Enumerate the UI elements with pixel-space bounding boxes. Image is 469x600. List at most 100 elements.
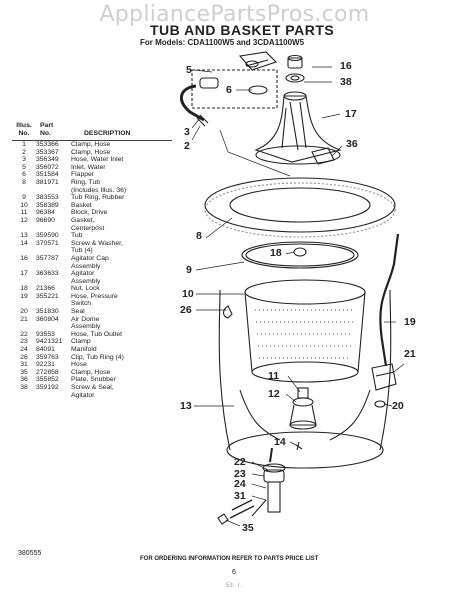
callout-24: 24 bbox=[234, 478, 246, 490]
callout-5: 5 bbox=[186, 64, 192, 76]
part-no-cell: 358389 bbox=[36, 201, 59, 209]
part-no-cell: 359590 bbox=[36, 232, 59, 240]
ordering-footer-note: FOR ORDERING INFORMATION REFER TO PARTS … bbox=[140, 556, 319, 562]
pressure-switch-hose bbox=[379, 233, 400, 367]
illus-no-cell: 6 bbox=[22, 171, 26, 179]
description-cell: Hose, Water Inlet bbox=[71, 156, 124, 164]
illus-no-cell: 35 bbox=[20, 368, 28, 376]
part-no-cell: 21366 bbox=[36, 285, 55, 293]
description-cell: Flapper bbox=[71, 171, 95, 179]
illus-no-cell: 18 bbox=[20, 285, 28, 293]
description-cell: Block, Drive bbox=[71, 209, 108, 217]
header-part-no: Part No. bbox=[40, 122, 54, 137]
description-cell: Air Dome bbox=[71, 315, 100, 323]
callout-12: 12 bbox=[268, 388, 280, 400]
description-cell: Clamp, Hose bbox=[71, 368, 111, 376]
description-cell: Agitator bbox=[71, 391, 95, 399]
description-cell: Tub Ring, Rubber bbox=[71, 194, 125, 202]
part-no-cell: 351584 bbox=[36, 171, 59, 179]
callout-2: 2 bbox=[184, 140, 190, 152]
callout-22: 22 bbox=[234, 456, 246, 468]
part-no-cell: 383553 bbox=[36, 194, 59, 202]
description-cell: Screw & Washer, bbox=[71, 239, 123, 247]
header-description: DESCRIPTION bbox=[84, 130, 131, 137]
description-cell: Tub bbox=[71, 232, 83, 240]
part-no-cell: 370571 bbox=[36, 239, 59, 247]
part-no-cell: 355852 bbox=[36, 376, 59, 384]
parts-table-row: Switch bbox=[12, 300, 172, 308]
illus-no-cell: 20 bbox=[20, 308, 28, 316]
page-number: 6 bbox=[232, 569, 236, 576]
parts-table-row: Assembly bbox=[12, 323, 172, 331]
tub-ring bbox=[204, 177, 396, 238]
description-cell: Agitator bbox=[71, 270, 95, 278]
page-title: TUB AND BASKET PARTS bbox=[150, 22, 335, 38]
callout-16: 16 bbox=[340, 60, 352, 72]
part-no-cell: 96384 bbox=[36, 209, 55, 217]
description-cell: Screw & Seal, bbox=[71, 384, 114, 391]
description-cell: Assembly bbox=[71, 277, 101, 285]
part-no-cell: 355221 bbox=[36, 292, 59, 300]
illus-no-cell: 22 bbox=[20, 330, 28, 338]
illus-no-cell: 1 bbox=[22, 141, 26, 148]
description-cell: Tub (4) bbox=[71, 247, 93, 255]
parts-table-row: 6 351584 Flapper bbox=[12, 171, 172, 179]
part-no-cell: 353367 bbox=[36, 148, 59, 156]
description-cell: Basket bbox=[71, 201, 92, 209]
water-inlet-hose bbox=[180, 84, 205, 122]
part-no-cell: 84091 bbox=[36, 346, 55, 354]
part-no-cell: 9421321 bbox=[36, 338, 63, 346]
snubber-plate bbox=[311, 147, 335, 165]
description-cell: Gasket, bbox=[71, 216, 95, 224]
rubber-tub-ring bbox=[241, 241, 359, 269]
parts-table-row: Assembly bbox=[12, 263, 172, 271]
air-dome bbox=[371, 363, 397, 391]
water-inlet-assembly bbox=[191, 51, 278, 109]
callout-38: 38 bbox=[340, 76, 352, 88]
tub-screw bbox=[295, 441, 303, 451]
callout-11: 11 bbox=[268, 370, 280, 382]
callout-9: 9 bbox=[186, 264, 192, 276]
illus-no-cell: 8 bbox=[22, 178, 26, 186]
illus-no-cell: 19 bbox=[20, 292, 28, 300]
description-cell: Clamp, Hose bbox=[71, 148, 111, 156]
part-no-cell: 359192 bbox=[36, 384, 59, 391]
callout-14: 14 bbox=[274, 436, 286, 448]
description-cell: Clamp bbox=[71, 338, 91, 346]
callout-8: 8 bbox=[196, 230, 202, 242]
parts-table-header: Illus. No. Part No. DESCRIPTION bbox=[12, 118, 172, 141]
illus-no-cell: 21 bbox=[20, 315, 28, 323]
parts-table-row: Assembly bbox=[12, 278, 172, 286]
description-cell: Hose, Tub Outlet bbox=[71, 330, 123, 338]
part-no-cell: 92231 bbox=[36, 361, 55, 369]
callout-13: 13 bbox=[180, 400, 192, 412]
part-no-cell: 351830 bbox=[36, 308, 59, 316]
document-number: 380555 bbox=[18, 550, 42, 557]
callout-21: 21 bbox=[404, 348, 416, 360]
scan-smudge-text: 53 . r . bbox=[226, 583, 244, 589]
page-subtitle: For Models: CDA1100W5 and 3CDA1100W5 bbox=[140, 38, 305, 47]
parts-table-row: (Includes Illus. 36) bbox=[12, 187, 172, 195]
parts-table-row: Agitator bbox=[12, 392, 172, 400]
parts-table-row: Tub (4) bbox=[12, 247, 172, 255]
basket bbox=[244, 279, 366, 383]
header-illus-no: Illus. No. bbox=[16, 122, 32, 137]
description-cell: Clip, Tub Ring (4) bbox=[71, 353, 124, 361]
illus-no-cell: 11 bbox=[20, 209, 28, 217]
callout-19: 19 bbox=[404, 316, 416, 328]
